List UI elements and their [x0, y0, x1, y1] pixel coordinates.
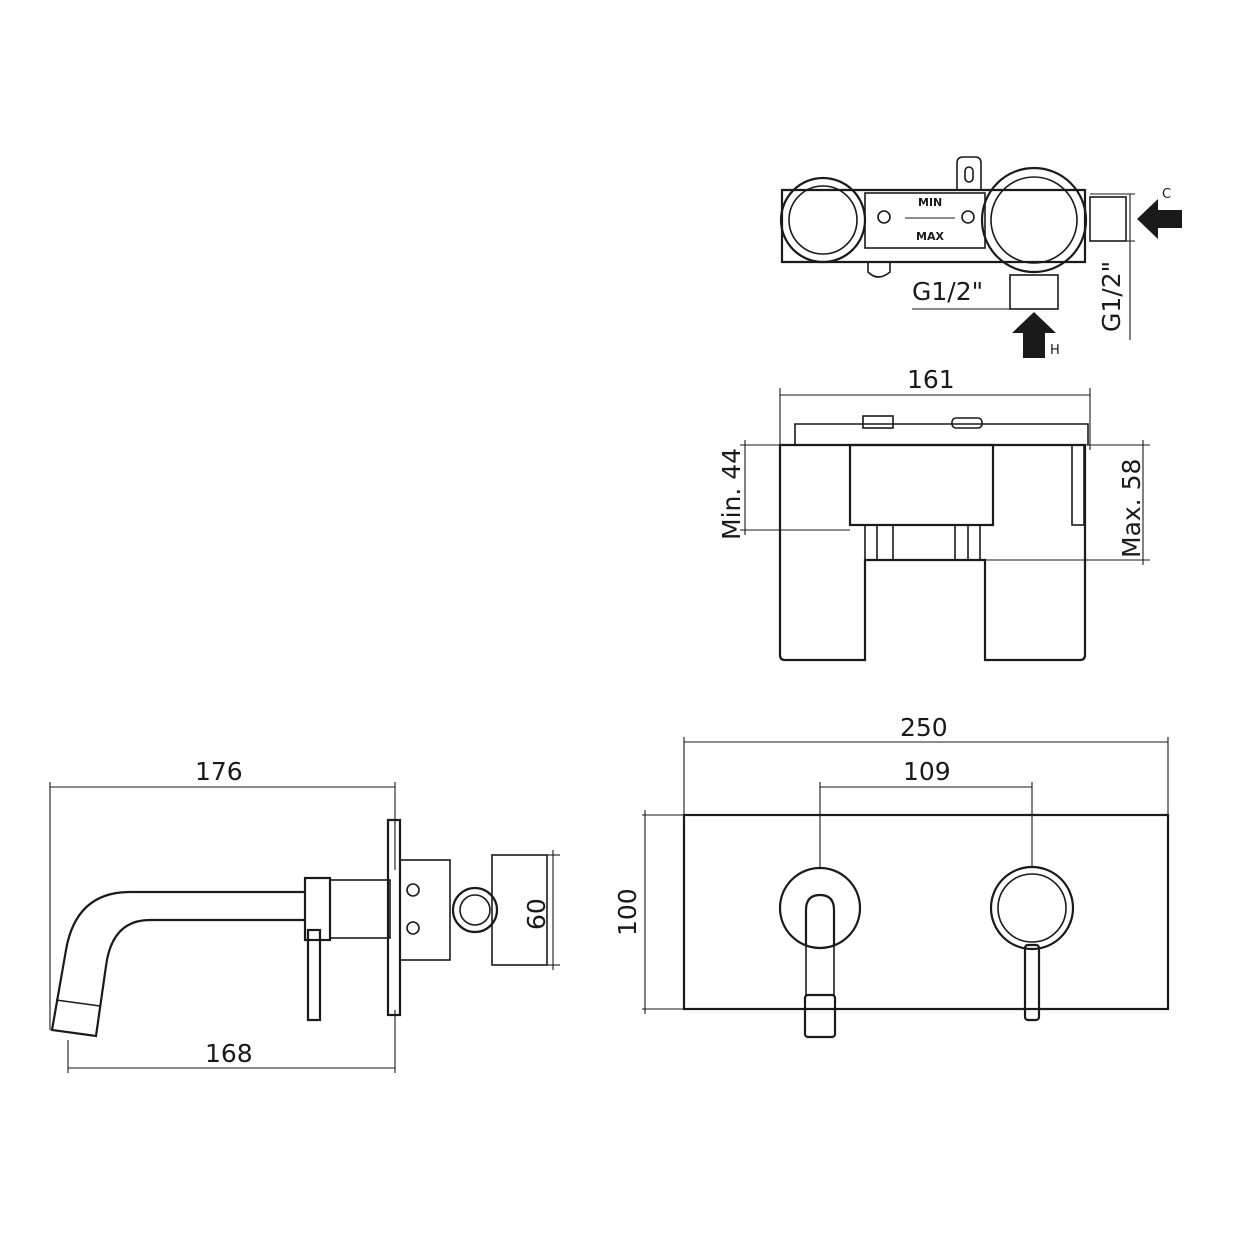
thread-vertical-label: G1/2" [1097, 261, 1126, 332]
max-label: MAX [916, 230, 944, 243]
side-body-view: 161 Min. 44 Max. 58 [717, 365, 1150, 662]
width-250-label: 250 [900, 713, 948, 742]
length-168-label: 168 [205, 1039, 253, 1068]
hot-inlet-arrow-icon [1012, 312, 1056, 358]
min-label: MIN [918, 196, 942, 209]
max-58-label: Max. 58 [1117, 459, 1146, 558]
hot-label: H [1050, 343, 1060, 358]
height-100-label: 100 [613, 888, 642, 936]
thread-horizontal-label: G1/2" [912, 277, 983, 306]
cold-label: C [1162, 187, 1171, 202]
width-161-label: 161 [907, 365, 955, 394]
cold-inlet-arrow-icon [1137, 199, 1182, 239]
spout-side-view: 176 168 60 [49, 757, 560, 1073]
top-view: MIN MAX G1/2" G1/2" C H [779, 156, 1182, 358]
length-176-label: 176 [195, 757, 243, 786]
min-44-label: Min. 44 [717, 448, 746, 540]
distance-109-label: 109 [903, 757, 951, 786]
height-60-label: 60 [522, 898, 551, 930]
front-plate-view: 250 109 100 [613, 713, 1170, 1039]
